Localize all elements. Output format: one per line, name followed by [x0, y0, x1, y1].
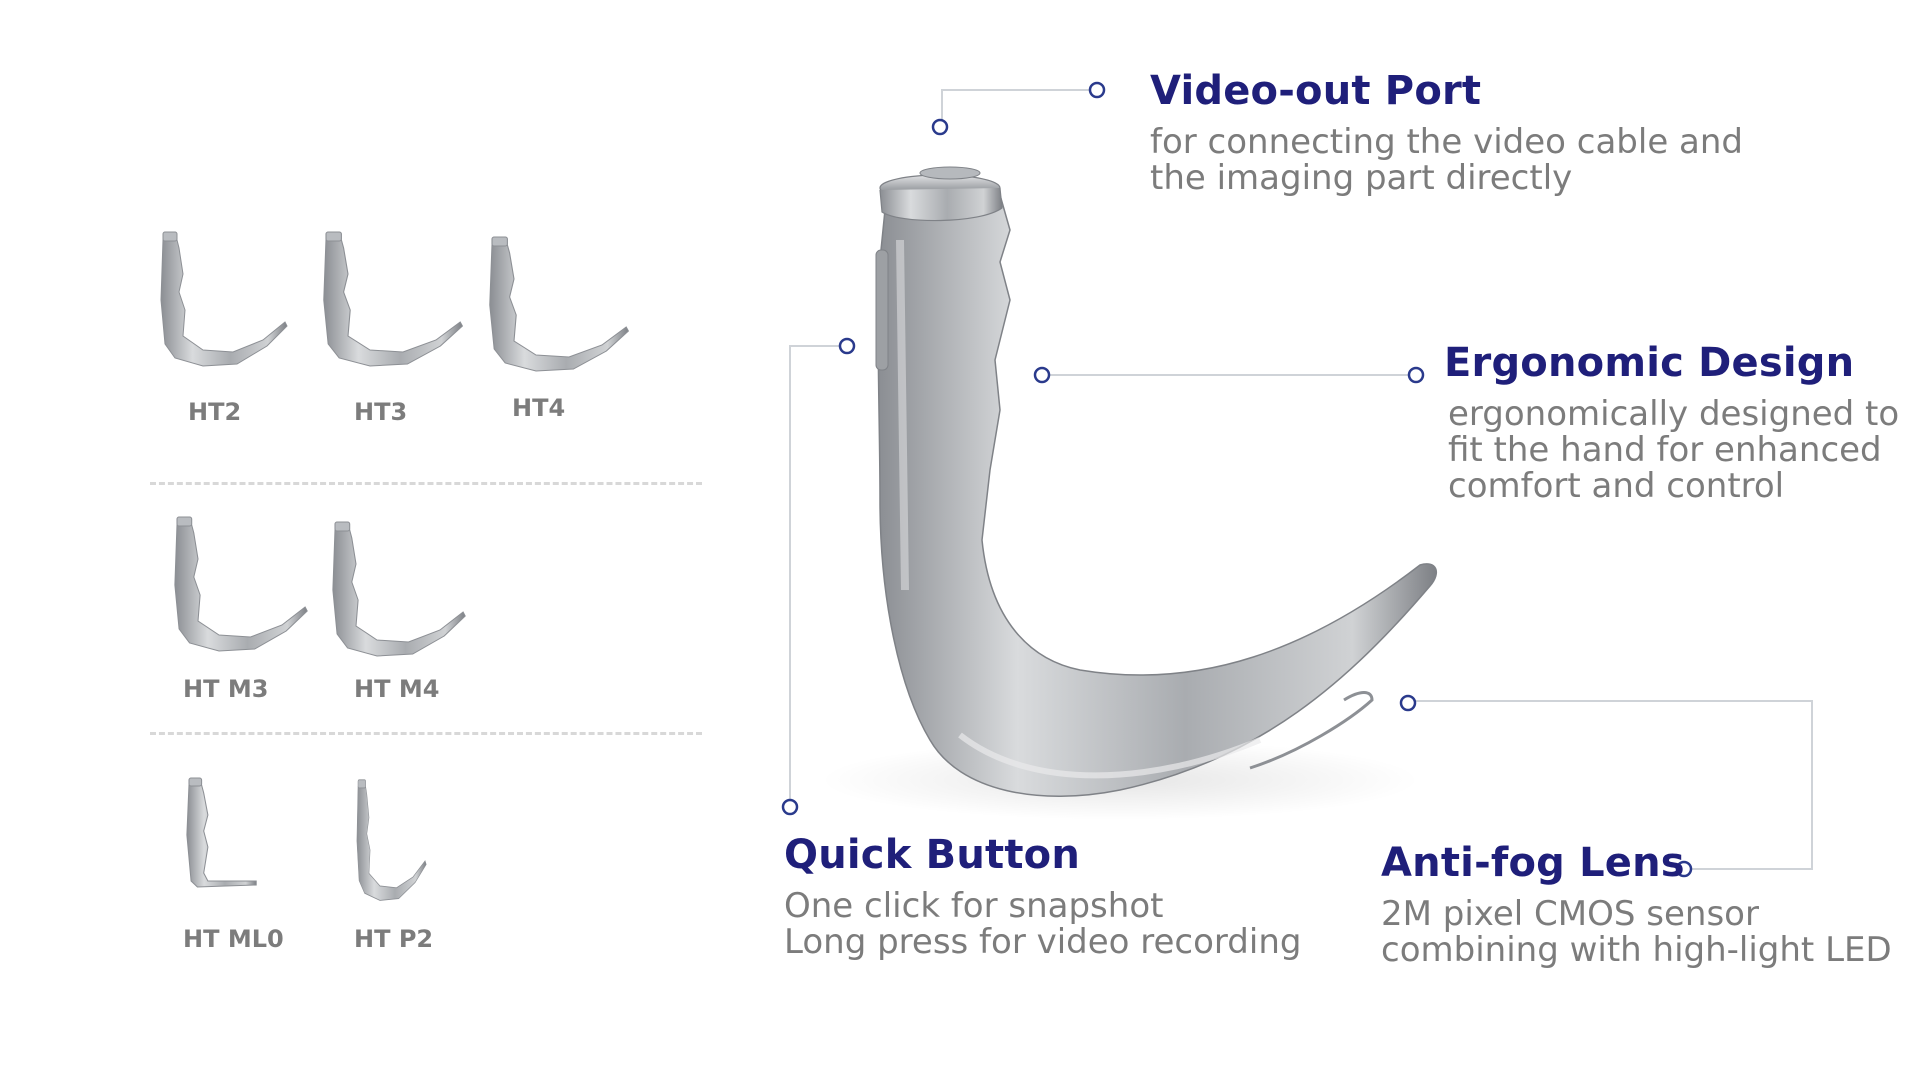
video-out-port-title: Video-out Port	[1150, 68, 1482, 114]
divider-row1	[150, 482, 702, 485]
anti-fog-lens-description: 2M pixel CMOS sensor combining with high…	[1381, 896, 1892, 968]
blade-HT-M3	[174, 516, 308, 652]
quick-button-title: Quick Button	[784, 832, 1080, 878]
blade-HT3	[323, 231, 463, 367]
divider-row2	[150, 732, 702, 735]
video-out-line-2: the imaging part directly	[1150, 158, 1573, 198]
blade-label-ht4: HT4	[512, 394, 566, 422]
ring-marker-icon	[781, 81, 1693, 878]
anti-fog-line-1: 2M pixel CMOS sensor	[1381, 894, 1759, 934]
ergonomic-line-2: fit the hand for enhanced	[1448, 430, 1882, 470]
quick-button-line-2: Long press for video recording	[784, 922, 1302, 962]
anti-fog-line-2: combining with high-light LED	[1381, 930, 1892, 970]
blade-HT-ML0	[186, 777, 257, 888]
blade-label-htm4: HT M4	[354, 675, 440, 703]
blade-label-htm3: HT M3	[183, 675, 269, 703]
video-out-port-description: for connecting the video cable and the i…	[1150, 124, 1743, 196]
blade-HT-P2	[356, 779, 427, 901]
ergonomic-design-description: ergonomically designed to fit the hand f…	[1448, 396, 1899, 504]
video-out-line-1: for connecting the video cable and	[1150, 122, 1744, 162]
blade-HT-M4	[332, 521, 466, 657]
blade-HT4	[489, 236, 629, 372]
quick-button-line-1: One click for snapshot	[784, 886, 1164, 926]
leader-lines	[789, 89, 1813, 870]
anti-fog-lens-title: Anti-fog Lens	[1381, 840, 1685, 886]
blade-label-html0: HT ML0	[183, 925, 284, 953]
ergonomic-design-title: Ergonomic Design	[1444, 340, 1855, 386]
quick-button-description: One click for snapshot Long press for vi…	[784, 888, 1301, 960]
large-blade-laryngoscope	[820, 166, 1438, 820]
blade-HT2	[160, 231, 288, 367]
ergonomic-line-1: ergonomically designed to	[1448, 394, 1900, 434]
ergonomic-line-3: comfort and control	[1448, 466, 1785, 506]
blade-label-htp2: HT P2	[354, 925, 434, 953]
blade-label-ht2: HT2	[188, 398, 242, 426]
blade-label-ht3: HT3	[354, 398, 408, 426]
